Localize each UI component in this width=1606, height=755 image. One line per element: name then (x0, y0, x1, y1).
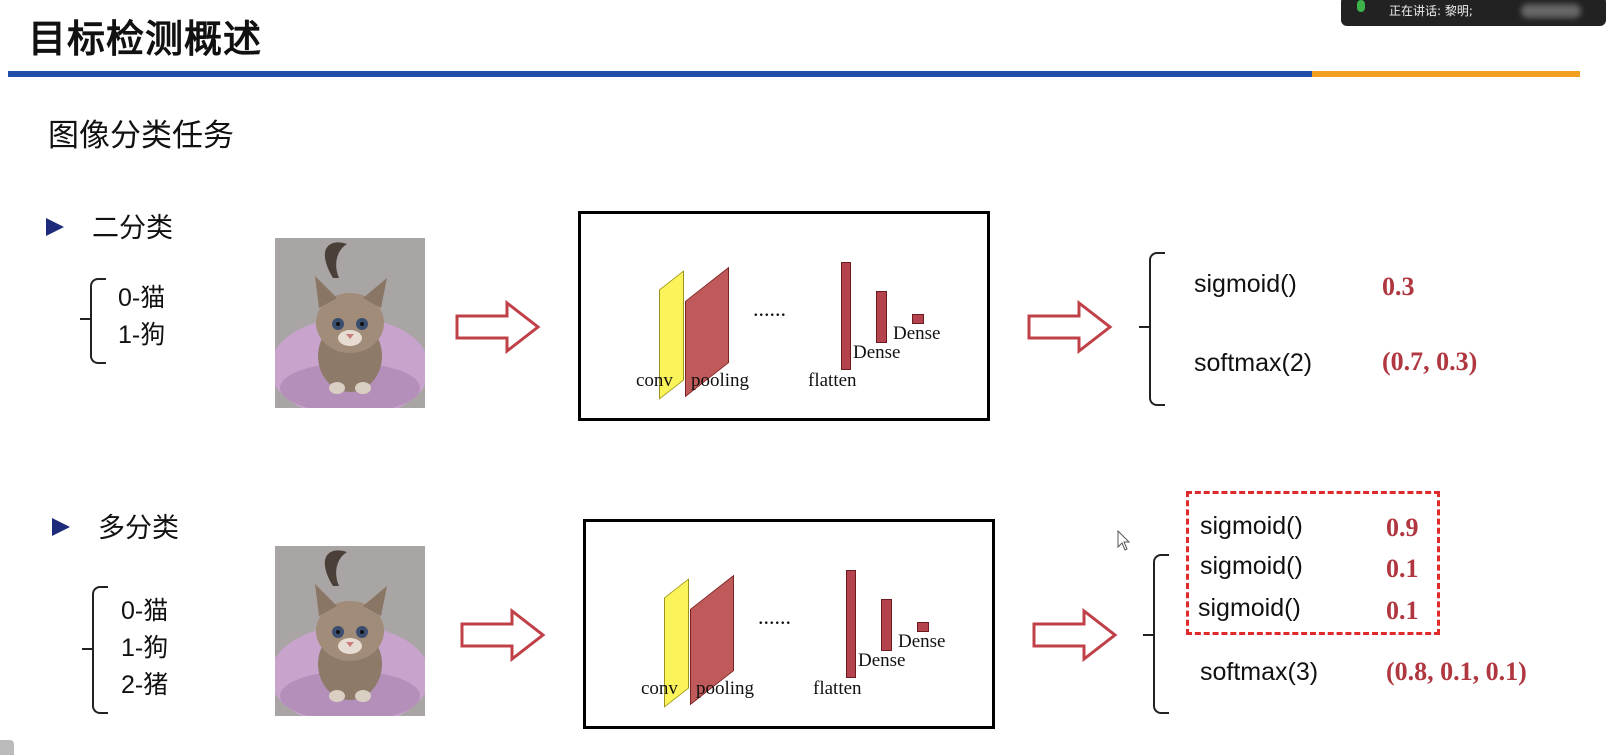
multi-output-brace (1153, 554, 1169, 714)
flatten-layer (846, 570, 856, 678)
brace-tip (1143, 634, 1153, 636)
binary-heading-text: 二分类 (92, 213, 173, 244)
slide-subtitle: 图像分类任务 (48, 118, 234, 154)
multi-softmax-fn: softmax(3) (1200, 658, 1319, 686)
multi-softmax-value: (0.8, 0.1, 0.1) (1386, 657, 1527, 686)
binary-output-brace (1149, 252, 1165, 406)
multi-sigmoid-fn-0: sigmoid() (1200, 512, 1303, 540)
cat-image (275, 546, 425, 716)
dense-layer-2 (917, 622, 929, 632)
brace-tip (80, 318, 90, 320)
multi-sigmoid-value-2: 0.1 (1386, 596, 1419, 625)
speaking-label: 正在讲话: 黎明; (1389, 4, 1473, 18)
multi-sigmoid-fn-2: sigmoid() (1198, 594, 1301, 622)
label-pooling: pooling (691, 370, 750, 391)
flow-arrow-icon (1027, 300, 1113, 354)
dense-layer-1 (881, 599, 892, 651)
multi-sigmoid-fn-1: sigmoid() (1200, 552, 1303, 580)
flow-arrow-icon (1032, 608, 1118, 662)
slide-corner-marker (0, 740, 14, 755)
binary-sigmoid-value: 0.3 (1382, 272, 1415, 301)
label-conv: conv (636, 370, 673, 391)
multi-heading: 多分类 (52, 506, 179, 545)
bullet-arrow-icon (52, 517, 70, 536)
label-flatten: flatten (808, 370, 857, 391)
ellipsis: ...... (753, 296, 786, 321)
multi-heading-text: 多分类 (98, 513, 179, 544)
speaking-indicator[interactable]: 正在讲话: 黎明; (1341, 0, 1606, 26)
binary-class-brace (90, 278, 106, 364)
binary-class-0: 0-猫 (118, 284, 166, 312)
label-dense-2: Dense (898, 631, 946, 652)
label-pooling: pooling (696, 678, 755, 699)
cnn-diagram: ...... conv pooling flatten Dense Dense (583, 519, 995, 729)
multi-sigmoid-value-0: 0.9 (1386, 513, 1419, 542)
cnn-diagram: ...... conv pooling flatten Dense Dense (578, 211, 990, 421)
brace-tip (1139, 326, 1149, 328)
label-dense-2: Dense (893, 323, 941, 344)
ellipsis: ...... (758, 604, 791, 629)
binary-heading: 二分类 (46, 206, 173, 245)
mouse-cursor-icon (1117, 529, 1131, 556)
flatten-layer (841, 262, 851, 370)
microphone-icon (1357, 0, 1365, 12)
binary-sigmoid-fn: sigmoid() (1194, 270, 1297, 298)
label-conv: conv (641, 678, 678, 699)
participant-avatars (1521, 4, 1581, 18)
dense-layer-1 (876, 291, 887, 343)
sigmoid-highlight-box (1186, 491, 1440, 635)
title-rule-orange (1312, 71, 1580, 77)
flow-arrow-icon (455, 300, 541, 354)
bullet-arrow-icon (46, 217, 64, 236)
multi-sigmoid-value-1: 0.1 (1386, 554, 1419, 583)
label-dense-1: Dense (853, 342, 901, 363)
brace-tip (82, 648, 92, 650)
label-flatten: flatten (813, 678, 862, 699)
binary-class-1: 1-狗 (118, 321, 166, 349)
multi-class-brace (92, 586, 108, 714)
flow-arrow-icon (460, 608, 546, 662)
multi-class-2: 2-猪 (121, 671, 169, 699)
dense-layer-2 (912, 314, 924, 324)
title-rule-blue (8, 71, 1312, 77)
multi-class-1: 1-狗 (121, 634, 169, 662)
page-title: 目标检测概述 (28, 17, 263, 61)
binary-softmax-fn: softmax(2) (1194, 349, 1313, 377)
multi-class-0: 0-猫 (121, 597, 169, 625)
binary-softmax-value: (0.7, 0.3) (1382, 347, 1478, 376)
label-dense-1: Dense (858, 650, 906, 671)
cat-image (275, 238, 425, 408)
